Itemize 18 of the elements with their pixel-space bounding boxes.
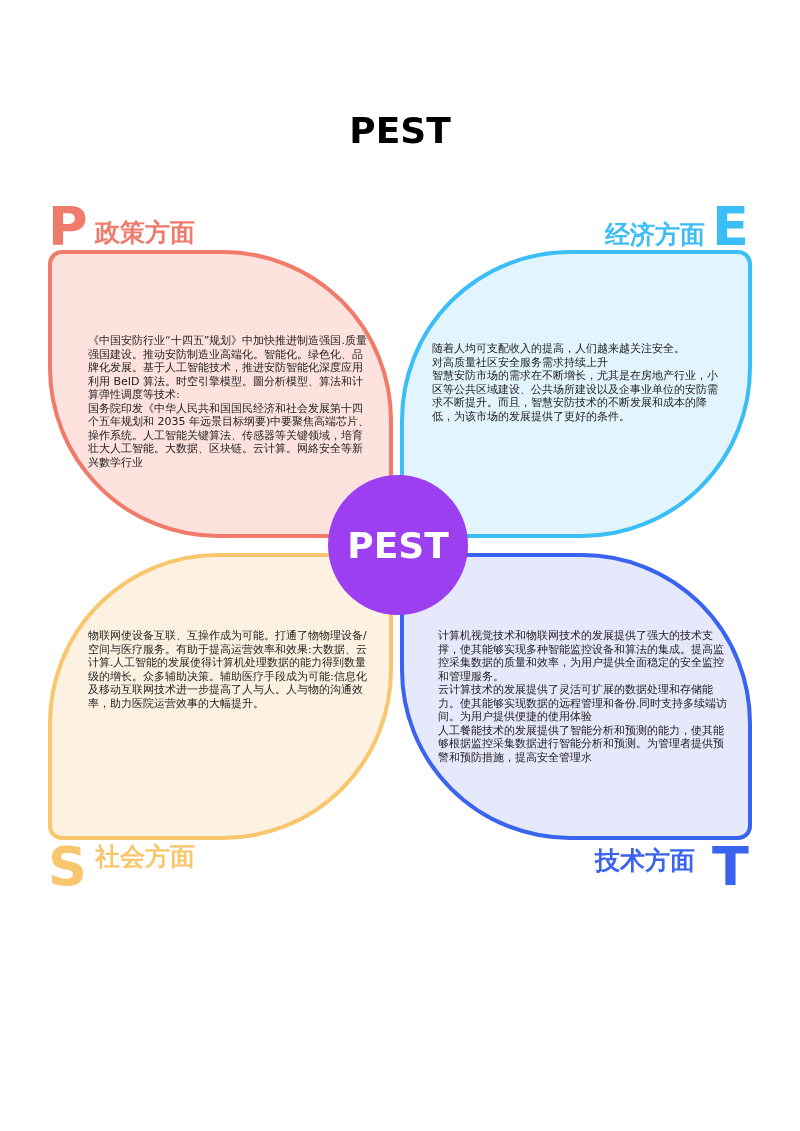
body-text: 智慧安防市场的需求在不断增长，尤其是在房地产行业，小区等公共区域建设、公共场所建设以及企事业单位的安防需求不断提升。而且，智慧安防技术的不断发展和成本的降低，为该市场的发展提供了更好的条件。 [432, 369, 719, 423]
body-text: 计算机视觉技术和物联网技术的发展提供了强大的技术支撑，使其能够实现多种智能监控设备和算法的集成。提高监控采集数据的质量和效率，为用户提供全面稳定的安全监控和管理服务。 [438, 629, 725, 683]
body-text: 物联网使设备互联、互操作成为可能。打通了物物理设备/空间与医疗服务。有助于提高运营效率和效果:大数据、云计算.人工智能的发展使得计算机处理数据的能力得到数量级的增长。众多辅助决策。辅助医疗手段成为可能:信息化及移动互联网技术进一步提高了人与人。人与物的沟通效率，助力医院运营效事的大幅提升。 [88, 629, 368, 710]
body-text: 人工餐能技术的发展提供了智能分析和预测的能力，使其能够根据监控采集数据进行智能分析和预测。为管理者提供预警和预防措施，提高安全管理水 [438, 723, 725, 764]
section-heading: 社会方面 [95, 842, 195, 872]
initial-letter: P [48, 200, 88, 254]
section-heading: 经济方面 [605, 220, 705, 250]
initial-letter: T [712, 840, 749, 894]
section-heading: 技术方面 [595, 846, 695, 876]
body-text: 云计算技术的发展提供了灵活可扩展的数据处理和存储能力。使其能够实现数据的远程管理和备份.同时支持多续端访间。为用户提供便捷的使用体验 [438, 683, 729, 724]
initial-letter: S [48, 840, 87, 894]
initial-letter: E [712, 200, 749, 254]
body-text: 对高质量社区安全服务需求持续上升 [432, 355, 609, 369]
section-heading: 政策方面 [95, 218, 195, 248]
body-text: 《中国安防行业“十四五”规划》中加快推进制造强国.质量强国建设。推动安防制造业高端化。智能化。绿色化、品牌化发展。基于人工智能技术，推进安防智能化深度应用利用 BeID 算法。时空引擎模型。圖分析模型、算法和计算弹性调度等技术: [88, 334, 368, 402]
body-text: 国务院印发《中华人民共和国国民经济和社会发展第十四个五年规划和 2035 年远景目标纲要)中要聚焦高端芯片、操作系统。人工智能关键算法、传感器等关键领域，培育壮大人工智能。大数据、区块链。云计算。网絡安全等新兴數学行业 [88, 401, 371, 469]
body-text: 随着人均可支配收入的提高，人们越来越关注安全。 [432, 342, 686, 356]
page-title: PEST [348, 110, 452, 151]
